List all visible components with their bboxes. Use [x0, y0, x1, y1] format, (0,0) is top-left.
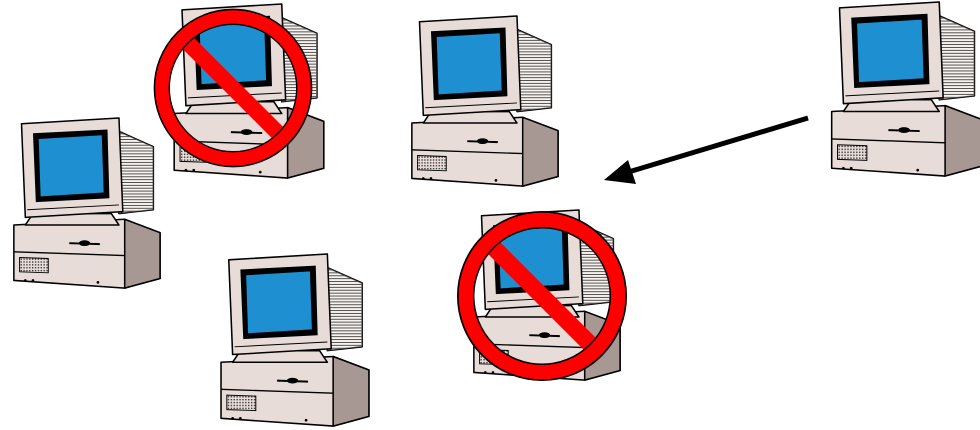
- computer-pc-bottom-left: [221, 254, 369, 426]
- desktop-computer-icon: [14, 118, 160, 288]
- computer-pc-top-center: [412, 16, 558, 186]
- desktop-computer-icon: [221, 254, 369, 426]
- computer-pc-left: [14, 118, 160, 288]
- arrow-head-icon: [604, 160, 636, 184]
- desktop-computer-icon: [832, 2, 980, 176]
- arrow: [612, 118, 808, 177]
- desktop-computer-icon: [412, 16, 558, 186]
- computer-pc-far-right: [832, 2, 980, 176]
